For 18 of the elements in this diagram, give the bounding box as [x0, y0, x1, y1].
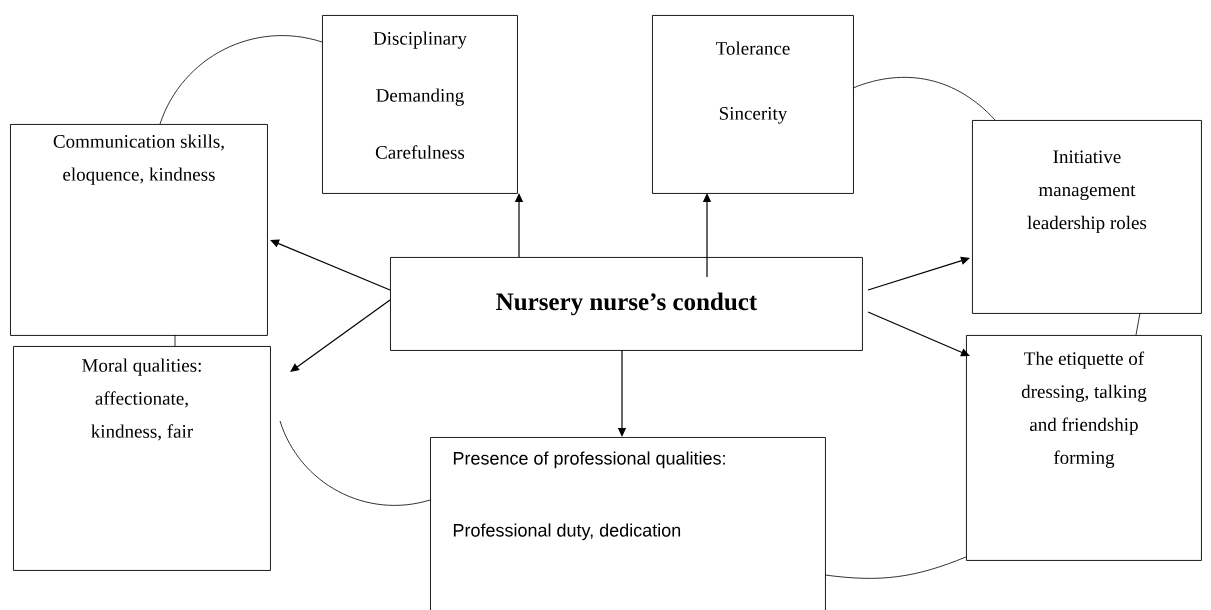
quality-box: Communication skills, eloquence, kindness [10, 124, 268, 336]
quality-box: Presence of professional qualities: Professional duty, dedication [430, 437, 826, 610]
arrow [867, 256, 970, 291]
connector-line [1135, 312, 1141, 336]
quality-box: The etiquette of dressing, talking and friendship forming [966, 335, 1202, 561]
quality-box: Moral qualities: affectionate, kindness, fair [13, 346, 271, 571]
center-box: Nursery nurse’s conduct [390, 257, 863, 351]
connector-line [824, 556, 967, 579]
connector-line [279, 420, 431, 506]
quality-box: Tolerance Sincerity [652, 15, 854, 194]
quality-box: Initiative management leadership roles [972, 120, 1202, 314]
quality-box: Disciplinary Demanding Carefulness [322, 15, 518, 194]
connector-line [159, 35, 323, 125]
arrow [270, 239, 391, 291]
arrow [867, 311, 970, 357]
arrow [290, 299, 391, 372]
connector-line [852, 76, 996, 121]
connector-line [174, 334, 176, 347]
